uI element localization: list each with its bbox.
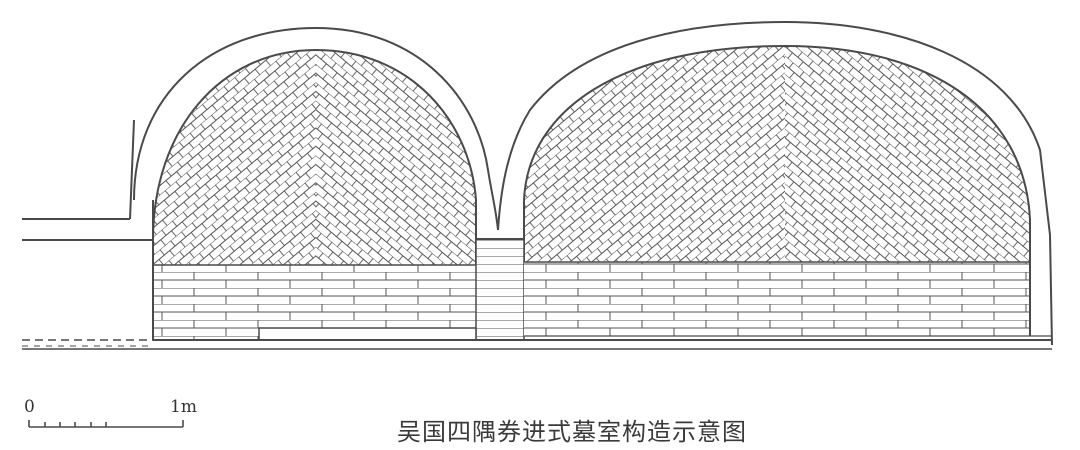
right-vault-brickwork (523, 44, 1031, 262)
scale-end-label: 1m (170, 397, 197, 417)
right-chamber-wall (524, 220, 1031, 336)
base-line (22, 335, 1052, 350)
connecting-passage (475, 238, 525, 340)
right-chamber-outer-arch (497, 20, 1053, 346)
floor-platform (258, 327, 477, 341)
entrance-passage (22, 119, 153, 241)
left-vault-brickwork (152, 48, 477, 265)
left-chamber-outer-arch (133, 26, 499, 231)
figure-caption: 吴国四隅券进式墓室构造示意图 (397, 418, 747, 446)
scale-bar (28, 420, 184, 428)
scale-start-label: 0 (24, 397, 35, 417)
